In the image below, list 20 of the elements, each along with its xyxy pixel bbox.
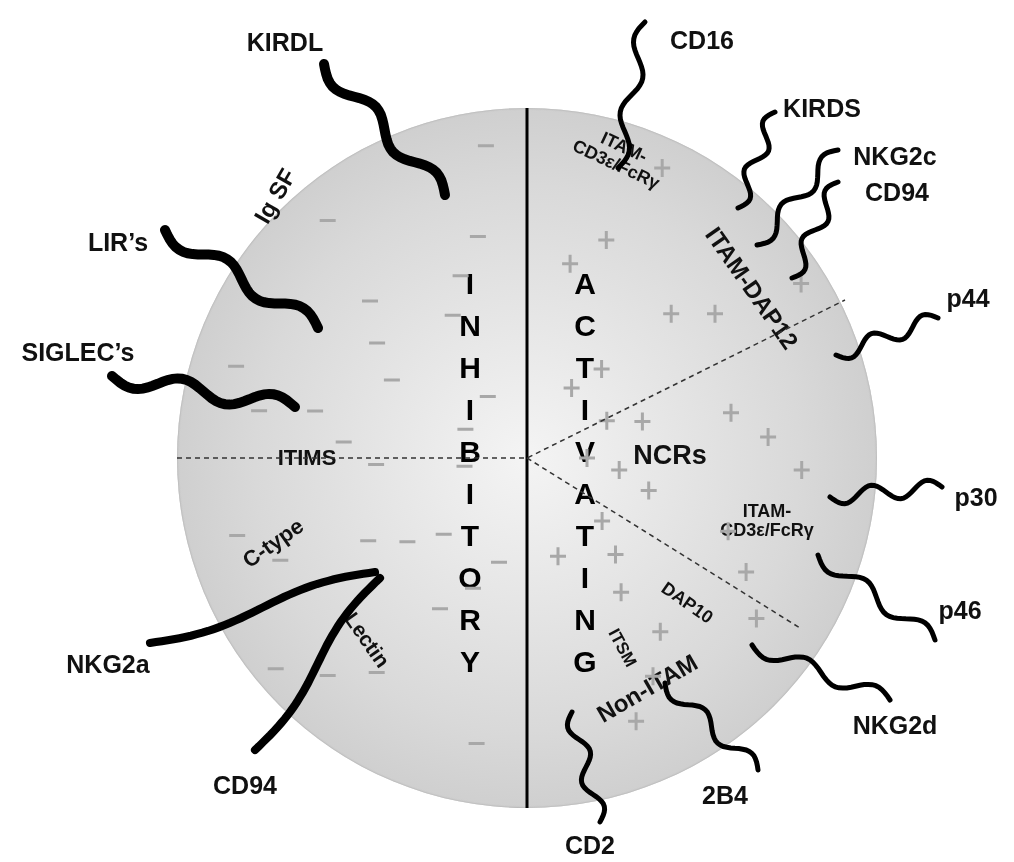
receptor-label: KIRDL [246, 27, 324, 57]
region-label: Ig SF [249, 163, 301, 229]
region-label: NCRs [633, 440, 707, 470]
region-label: ITAM-CD3ε/FcRγ [719, 502, 815, 540]
receptor-label: CD2 [565, 830, 615, 860]
receptor-label: p44 [946, 283, 990, 313]
receptor-label: LIR’s [87, 227, 149, 257]
receptor-label: CD16 [670, 25, 734, 55]
receptor-label: NKG2d [852, 710, 938, 740]
receptor-label: KIRDS [783, 93, 861, 123]
receptor-label: p46 [938, 595, 982, 625]
receptor-label: SIGLEC’s [21, 337, 135, 367]
region-label: ITIMS [277, 446, 337, 470]
vertical-heading: INHIBITORY [458, 266, 482, 680]
receptor-label: NKG2a [66, 649, 150, 679]
receptor-label: CD94 [865, 177, 929, 207]
receptor-label: p30 [954, 482, 998, 512]
receptor-label: NKG2c [853, 141, 937, 171]
receptor-label: 2B4 [702, 780, 748, 810]
receptor-label: CD94 [213, 770, 277, 800]
